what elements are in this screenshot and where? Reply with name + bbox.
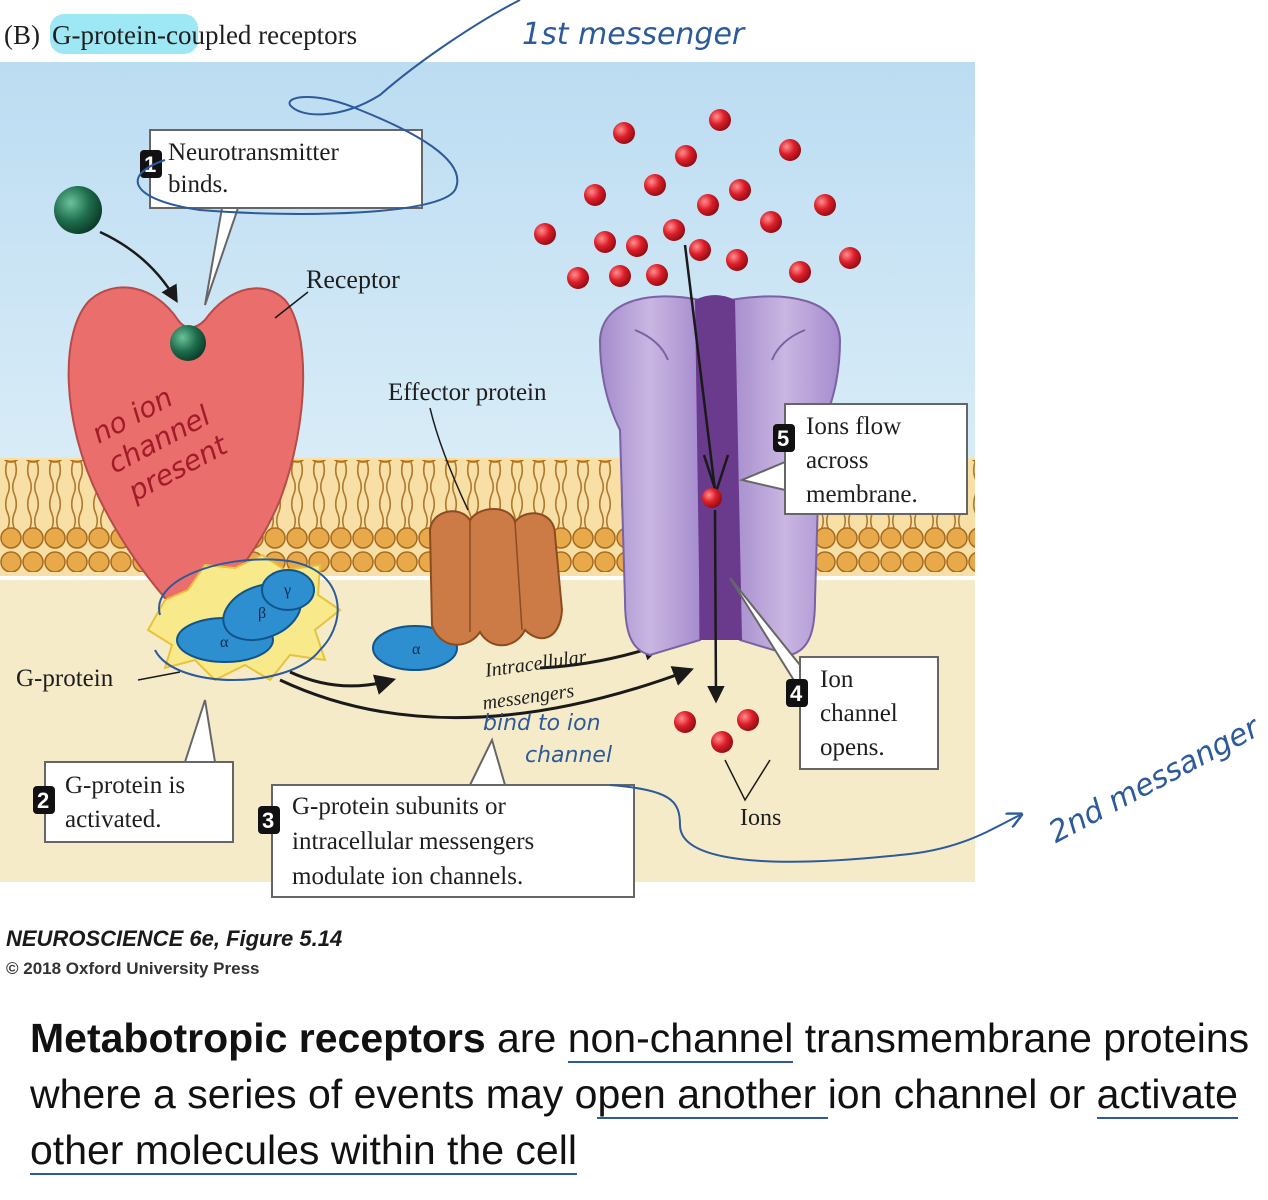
effector-leader (429, 407, 469, 511)
source-book: NEUROSCIENCE 6e, Figure 5.14 (6, 926, 342, 951)
step-5-callout: 5 Ions flow across membrane. (738, 403, 968, 515)
svg-text:Ion: Ion (820, 666, 854, 693)
summary-part1: are (485, 1015, 568, 1061)
ion-dot (779, 139, 801, 161)
svg-text:G-protein subunits or: G-protein subunits or (292, 793, 507, 820)
first-messenger-loop (136, 0, 521, 215)
ion-dot (729, 179, 751, 201)
ion-dot (839, 247, 861, 269)
svg-text:opens.: opens. (820, 734, 885, 761)
g-protein-label: G-protein (16, 665, 114, 692)
ion-dot (814, 194, 836, 216)
svg-text:channel: channel (820, 700, 898, 727)
bind-to-ion-note: bind to ion (483, 711, 601, 736)
alpha-label: α (220, 634, 229, 651)
second-messenger-line (609, 784, 1020, 863)
beta-label: β (258, 605, 266, 622)
extracellular-ions (534, 109, 861, 289)
panel-title: G-protein-coupled receptors (52, 20, 357, 50)
svg-text:binds.: binds. (168, 171, 228, 198)
effector-protein-label: Effector protein (388, 379, 547, 406)
ion-inside-1 (674, 711, 696, 733)
ion-in-channel (702, 488, 722, 508)
svg-text:Neurotransmitter: Neurotransmitter (168, 139, 339, 166)
gamma-label: γ (283, 582, 291, 599)
summary-part3: ion channel or (827, 1071, 1097, 1117)
ion-dot (626, 235, 648, 257)
svg-text:across: across (806, 447, 868, 474)
ion-inside-3 (737, 709, 759, 731)
summary-part2: transmembrane proteins where a series of… (30, 1015, 1250, 1117)
ion-inside-2 (711, 731, 733, 753)
ligand-free (54, 186, 102, 234)
summary-underline-2: pen another (597, 1071, 828, 1119)
receptor-label: Receptor (306, 265, 400, 294)
g-protein-circle-annotation (154, 558, 339, 681)
ion-dot (646, 264, 668, 286)
ion-dot (567, 267, 589, 289)
ions-label: Ions (740, 805, 781, 831)
summary-underline-1: non-channel (567, 1015, 794, 1063)
svg-text:membrane.: membrane. (806, 481, 918, 508)
svg-text:2: 2 (37, 788, 49, 813)
step-4-callout: 4 Ion channel opens. (729, 577, 939, 770)
ion-dot (663, 219, 685, 241)
svg-text:G-protein is: G-protein is (65, 772, 185, 799)
ligand-arrow (99, 230, 178, 304)
free-alpha-label: α (412, 641, 421, 658)
ion-dot (709, 109, 731, 131)
panel-letter: (B) (4, 20, 40, 50)
svg-text:Ions flow: Ions flow (806, 413, 901, 440)
ion-dot (675, 145, 697, 167)
gpcr-diagram: (B) G-protein-coupled receptors Receptor… (0, 0, 1267, 978)
summary-bold: Metabotropic receptors (30, 1015, 486, 1061)
svg-text:modulate ion channels.: modulate ion channels. (292, 863, 523, 890)
svg-text:4: 4 (790, 681, 803, 706)
svg-text:intracellular messengers: intracellular messengers (292, 828, 534, 855)
g-protein-leader (137, 671, 181, 681)
ion-dot (644, 174, 666, 196)
ion-dot (594, 231, 616, 253)
ion-path-arrow-top (683, 244, 717, 491)
svg-text:1: 1 (144, 152, 156, 177)
ion-dot (609, 265, 631, 287)
receptor-leader (274, 291, 309, 319)
second-messenger-note: 2nd messanger (1043, 709, 1266, 850)
ion-dot (726, 249, 748, 271)
g-gamma-subunit (261, 569, 315, 611)
summary-underline-3: activate other molecules within the cell (30, 1071, 1238, 1175)
ligand-bound (170, 325, 206, 361)
step-3-callout: 3 G-protein subunits or intracellular me… (258, 737, 635, 898)
messenger-arrow-lower (279, 666, 694, 720)
channel-note: channel (525, 743, 612, 768)
ion-dot (534, 223, 556, 245)
svg-text:5: 5 (777, 426, 789, 451)
free-alpha-subunit (372, 625, 458, 671)
ion-dot (584, 184, 606, 206)
ion-dot (789, 261, 811, 283)
svg-text:3: 3 (262, 808, 274, 833)
alpha-move-arrow (289, 670, 397, 695)
ion-dot (697, 194, 719, 216)
title-highlight (50, 14, 198, 54)
ion-dot (689, 239, 711, 261)
step-1-callout: 1 Neurotransmitter binds. (140, 129, 423, 306)
ions-leader (724, 759, 771, 802)
ion-dot (760, 211, 782, 233)
summary-paragraph: Metabotropic receptors are non-channel t… (30, 1010, 1250, 1178)
ion-path-arrow-bottom (707, 509, 725, 704)
step-2-callout: 2 G-protein is activated. (33, 699, 234, 843)
svg-text:activated.: activated. (65, 806, 161, 833)
ion-dot (613, 122, 635, 144)
effector-protein (428, 508, 564, 647)
source-copyright: © 2018 Oxford University Press (6, 959, 259, 978)
first-messenger-note: 1st messenger (522, 17, 746, 52)
